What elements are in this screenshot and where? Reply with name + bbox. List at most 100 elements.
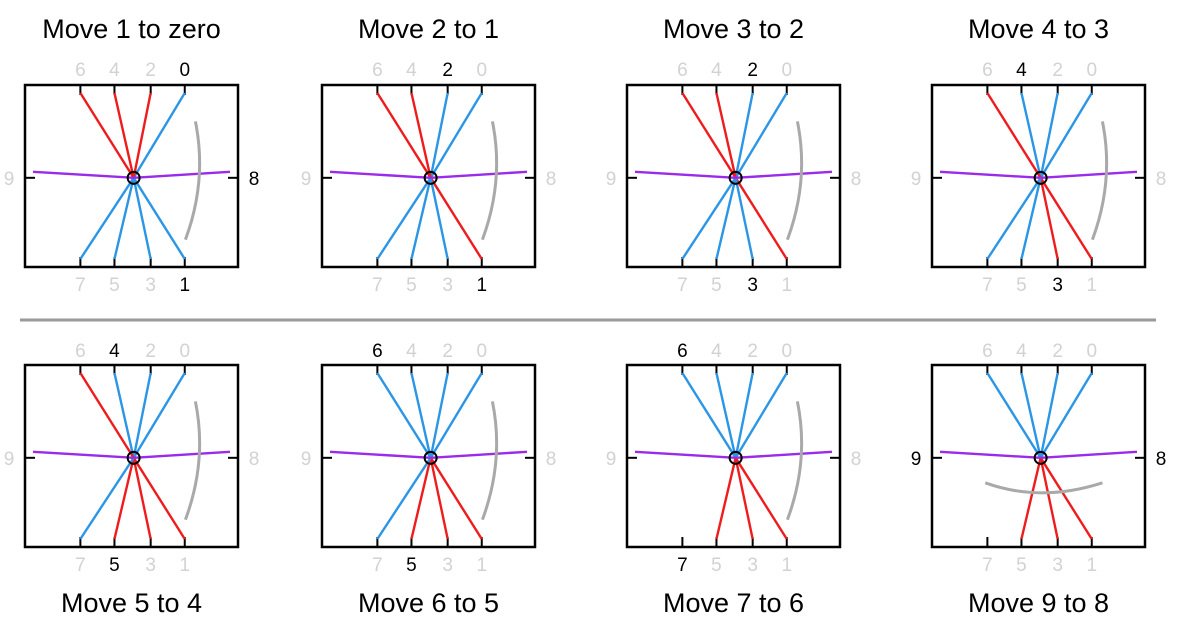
label-3: 3 [747,275,758,296]
line-blue-0 [1039,92,1093,179]
label-1: 1 [1086,555,1097,576]
label-8: 8 [249,169,260,190]
line-blue-0 [132,372,186,459]
label-8: 8 [851,169,862,190]
label-2: 2 [442,341,453,362]
label-4: 4 [109,60,120,81]
line-red-6 [376,92,432,179]
label-8: 8 [1156,169,1167,190]
label-4: 4 [406,341,417,362]
label-4: 4 [711,60,722,81]
label-5: 5 [109,275,120,296]
label-6: 6 [982,341,993,362]
label-1: 1 [179,275,190,296]
line-red-2 [132,92,152,179]
label-2: 2 [1052,60,1063,81]
panel-title: Move 9 to 8 [968,588,1109,618]
line-blue-2 [734,92,754,179]
line-purple-9 [939,450,1041,460]
label-6: 6 [75,60,86,81]
line-purple-8 [430,170,528,180]
line-red-6 [986,92,1042,179]
line-red-6 [681,92,737,179]
label-1: 1 [179,555,190,576]
line-blue-5 [1020,177,1042,260]
line-red-1 [429,457,483,540]
line-red-1 [734,457,788,540]
line-blue-0 [734,92,788,179]
line-purple-9 [634,170,736,180]
line-purple-8 [1040,450,1138,460]
label-9: 9 [4,449,15,470]
label-9: 9 [301,169,312,190]
line-blue-0 [734,372,788,459]
line-red-4 [113,92,135,179]
label-5: 5 [1016,275,1027,296]
label-9: 9 [4,169,15,190]
line-blue-3 [132,177,152,260]
line-red-6 [79,372,135,459]
crossing-circle [1033,450,1048,465]
line-red-6 [79,92,135,179]
line-red-4 [410,92,432,179]
label-0: 0 [781,341,792,362]
move-arrow [785,401,804,521]
label-5: 5 [711,275,722,296]
crossing-circle [126,450,141,465]
line-red-5 [113,457,135,540]
line-purple-9 [329,170,431,180]
label-5: 5 [109,555,120,576]
label-0: 0 [179,341,190,362]
line-purple-8 [430,450,528,460]
label-5: 5 [1016,555,1027,576]
label-7: 7 [75,275,86,296]
line-blue-4 [113,372,135,459]
line-blue-6 [376,372,432,459]
line-red-3 [1039,457,1059,540]
label-8: 8 [851,449,862,470]
label-8: 8 [546,449,557,470]
move-arrow [183,401,202,521]
line-blue-6 [986,372,1042,459]
label-2: 2 [747,341,758,362]
label-2: 2 [145,341,156,362]
line-blue-7 [376,457,432,540]
panel-title: Move 7 to 6 [663,588,804,618]
line-purple-9 [32,450,134,460]
line-blue-7 [376,177,432,260]
label-3: 3 [747,555,758,576]
line-blue-0 [429,372,483,459]
line-blue-2 [1039,92,1059,179]
panel-frame [930,83,1147,269]
label-3: 3 [1052,555,1063,576]
label-0: 0 [1086,341,1097,362]
line-blue-5 [410,177,432,260]
line-red-1 [1039,457,1093,540]
label-3: 3 [145,555,156,576]
label-2: 2 [145,60,156,81]
line-blue-2 [132,372,152,459]
line-blue-0 [429,92,483,179]
label-7: 7 [75,555,86,576]
line-purple-9 [32,170,134,180]
line-purple-8 [1040,170,1138,180]
move-arrow [984,481,1103,495]
label-7: 7 [982,555,993,576]
label-6: 6 [982,60,993,81]
line-red-5 [410,457,432,540]
move-arrow [480,401,499,521]
line-red-1 [734,177,788,260]
label-6: 6 [75,341,86,362]
move-arrow [1090,121,1109,241]
panel-title: Move 2 to 1 [358,14,499,44]
panel-frame [625,83,842,269]
label-9: 9 [911,449,922,470]
label-3: 3 [1052,275,1063,296]
